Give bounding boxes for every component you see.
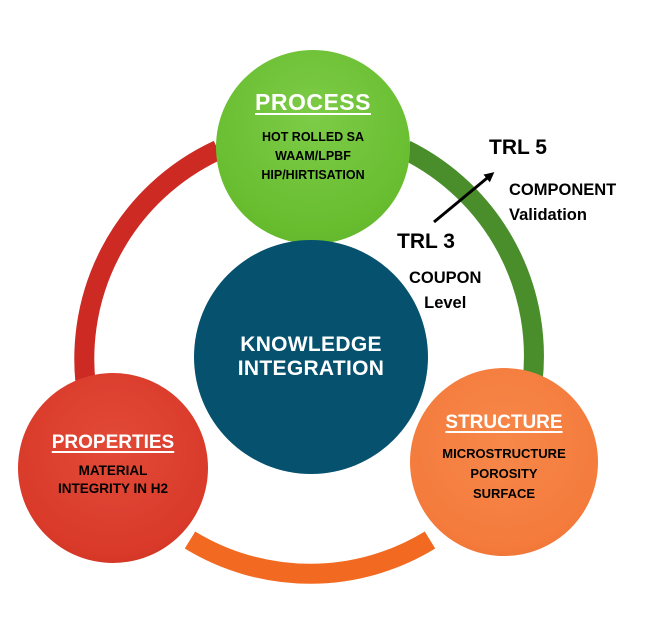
trl-start-description: COUPON Level [409, 266, 481, 316]
structure-item: MICROSTRUCTURE [442, 446, 566, 461]
properties-node: PROPERTIES MATERIAL INTEGRITY IN H2 [18, 373, 208, 563]
trl-start-label: TRL 3 [397, 230, 455, 253]
trl-start-line: Level [424, 294, 467, 312]
center-title-line: KNOWLEDGE [240, 333, 382, 356]
process-item: HIP/HIRTISATION [261, 168, 365, 182]
process-item: HOT ROLLED SA [261, 130, 365, 144]
process-title: PROCESS [255, 89, 371, 115]
structure-item: POROSITY [470, 466, 538, 481]
trl-start-line: COUPON [409, 269, 482, 287]
knowledge-integration-hub: KNOWLEDGE INTEGRATION [194, 240, 428, 474]
structure-node: STRUCTURE MICROSTRUCTURE POROSITY SURFAC… [410, 368, 598, 556]
ring-segment-bottom [184, 531, 436, 584]
trl-end-description: COMPONENT Validation [509, 178, 616, 228]
ring-segment-right [401, 141, 544, 388]
trl-end-label: TRL 5 [489, 136, 547, 159]
properties-item: INTEGRITY IN H2 [57, 481, 169, 496]
ring-segment-left [74, 140, 223, 402]
process-item: WAAM/LPBF [275, 149, 351, 163]
process-node: PROCESS HOT ROLLED SA WAAM/LPBF HIP/HIRT… [216, 50, 410, 244]
trl-end-line: Validation [509, 206, 587, 224]
center-title-line: INTEGRATION [237, 357, 385, 380]
structure-item: SURFACE [472, 486, 536, 501]
arrow-up-right-icon [433, 172, 495, 224]
trl-end-line: COMPONENT [509, 181, 617, 199]
properties-title: PROPERTIES [51, 432, 175, 453]
structure-title: STRUCTURE [445, 412, 563, 433]
properties-item: MATERIAL [78, 463, 148, 478]
